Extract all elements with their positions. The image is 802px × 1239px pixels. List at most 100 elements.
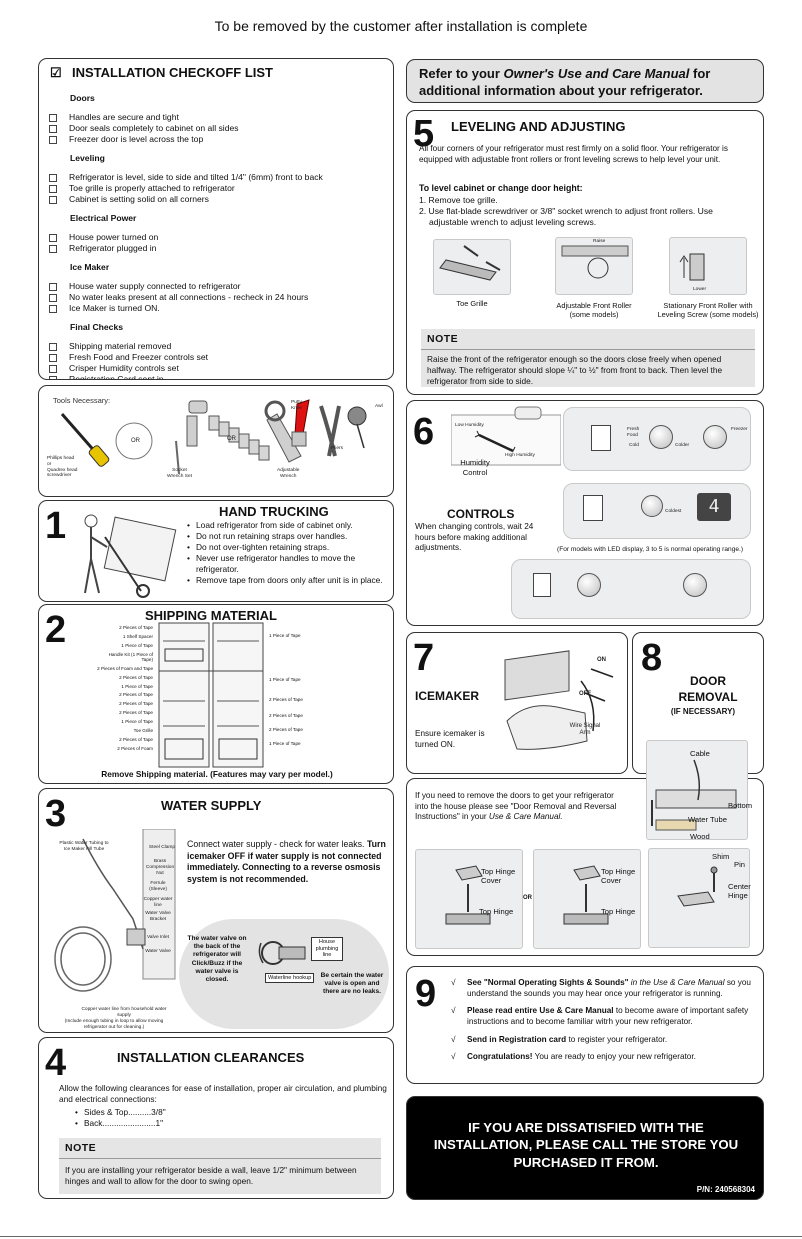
- checkbox[interactable]: [49, 135, 57, 144]
- top-hinge-cover-label-2: Top Hinge Cover: [601, 867, 636, 886]
- note-heading: NOTE: [59, 1138, 381, 1159]
- step-number: 8: [641, 637, 663, 679]
- checklist-item[interactable]: Refrigerator plugged in: [49, 243, 389, 254]
- leveling-subhead: To level cabinet or change door height:: [419, 183, 583, 193]
- checklist-item[interactable]: House water supply connected to refriger…: [49, 281, 389, 292]
- shipping-label: 2 Pieces of Tape: [119, 692, 153, 698]
- checkbox[interactable]: [49, 195, 57, 204]
- leveling-panel: 5 LEVELING AND ADJUSTING All four corner…: [406, 110, 764, 395]
- dissatisfied-text: IF YOU ARE DISSATISFIED WITH THE INSTALL…: [433, 1120, 739, 1170]
- water-supply-label: Water Valve: [145, 949, 171, 954]
- checkbox[interactable]: [49, 124, 57, 133]
- led-fresh-food-dial[interactable]: [641, 495, 663, 517]
- checklist-item[interactable]: Freezer door is level across the top: [49, 134, 389, 145]
- colder-label: Colder: [675, 443, 690, 448]
- checklist-item[interactable]: Fresh Food and Freezer controls set: [49, 352, 389, 363]
- final-step-rest: so you understand the sounds you may hea…: [467, 978, 751, 999]
- checklist-item[interactable]: Cabinet is setting solid on all corners: [49, 194, 389, 205]
- manual-reference: Use & Care Manual.: [488, 812, 563, 821]
- checklist-item[interactable]: Shipping material removed: [49, 341, 389, 352]
- bullet-item: Do not run retaining straps over handles…: [187, 531, 387, 542]
- shipping-label: 2 Pieces of Tape: [119, 625, 153, 630]
- shipping-label: 1 Piece of Tape: [121, 719, 153, 725]
- raise-label: Raise: [593, 239, 606, 244]
- checklist-item-label: Ice Maker is turned ON.: [69, 303, 160, 313]
- owners-manual-text: Refer to your Owner's Use and Care Manua…: [419, 66, 711, 98]
- checkbox[interactable]: [49, 184, 57, 193]
- refrigerator-diagram: [158, 622, 264, 768]
- final-step-rest: to become aware of important safety inst…: [467, 1005, 749, 1027]
- final-step-rest: You are ready to enjoy your new refriger…: [532, 1052, 696, 1062]
- final-steps-panel: 9 √ See "Normal Operating Sights & Sounds…: [406, 966, 764, 1084]
- clearance-list: Sides & Top..........3/8"Back...........…: [75, 1107, 166, 1130]
- adjustable-roller-image: [555, 237, 633, 295]
- checkbox[interactable]: [49, 293, 57, 302]
- clearance-item: Sides & Top..........3/8": [75, 1107, 166, 1118]
- section-title: WATER SUPPLY: [161, 798, 262, 813]
- low-humidity-label: Low Humidity: [455, 423, 484, 428]
- leveling-step: 2. Use flat-blade screwdriver or 3/8" so…: [419, 206, 713, 227]
- checkbox[interactable]: [49, 113, 57, 122]
- checklist-item[interactable]: House power turned on: [49, 232, 389, 243]
- crisper-control-panel: [511, 559, 751, 619]
- water-supply-panel: 3 WATER SUPPLY Plastic Water Tubing to I…: [38, 788, 394, 1033]
- checklist-group-heading: Final Checks: [70, 322, 124, 332]
- checklist-group-heading: Ice Maker: [70, 262, 110, 272]
- checkbox[interactable]: [49, 173, 57, 182]
- final-step-rest: to register your refrigerator.: [566, 1034, 668, 1044]
- checklist-title: INSTALLATION CHECKOFF LIST: [72, 65, 273, 80]
- checklist-item[interactable]: Door seals completely to cabinet on all …: [49, 123, 389, 134]
- checkbox[interactable]: [49, 233, 57, 242]
- shipping-caption: Remove Shipping material. (Features may …: [101, 769, 333, 779]
- toe-grille-image: [433, 239, 511, 295]
- checklist-item[interactable]: Toe grille is properly attached to refri…: [49, 183, 389, 194]
- checkmark-icon: ☑: [50, 65, 62, 80]
- led-display: 4: [697, 493, 731, 521]
- checklist-item[interactable]: Registration Card sent in: [49, 374, 389, 379]
- coldest-label: Coldest: [665, 509, 682, 514]
- checkbox[interactable]: [49, 353, 57, 362]
- section-title: ICEMAKER: [415, 689, 480, 703]
- checkbox[interactable]: [49, 364, 57, 373]
- controls-text: When changing controls, wait 24 hours be…: [415, 522, 534, 552]
- final-step-bold: Congratulations!: [467, 1052, 533, 1062]
- freezer-dial[interactable]: [703, 425, 727, 449]
- wire-arm-label: Wire Signal Arm: [569, 723, 601, 737]
- final-step-italic: in the Use & Care Manual: [628, 978, 725, 987]
- final-step-bold: Send in Registration card: [467, 1034, 567, 1044]
- checkbox[interactable]: [49, 282, 57, 291]
- checklist-item[interactable]: No water leaks present at all connection…: [49, 292, 389, 303]
- tools-title: Tools Necessary:: [53, 396, 111, 405]
- final-step-text: See "Normal Operating Sights & Sounds" i…: [467, 977, 759, 1000]
- checklist-group-heading: Electrical Power: [70, 213, 137, 223]
- crisper-dial-1[interactable]: [577, 573, 601, 597]
- high-humidity-label: High Humidity: [505, 453, 535, 458]
- check-icon: √: [451, 1052, 456, 1062]
- checklist-item[interactable]: Refrigerator is level, side to side and …: [49, 172, 389, 183]
- shipping-label: Toe Grille: [133, 727, 153, 733]
- certain-note: Be certain the water valve is open and t…: [320, 972, 384, 996]
- checkbox[interactable]: [49, 375, 57, 379]
- checklist-item[interactable]: Crisper Humidity controls set: [49, 363, 389, 374]
- crisper-dial-2[interactable]: [683, 573, 707, 597]
- leveling-steps: 1. Remove toe grille.2. Use flat-blade s…: [419, 195, 749, 228]
- bottom-rule: [0, 1236, 802, 1237]
- fresh-food-dial[interactable]: [649, 425, 673, 449]
- checkbox[interactable]: [49, 342, 57, 351]
- final-step-text: Send in Registration card to register yo…: [467, 1034, 667, 1045]
- checkbox[interactable]: [49, 244, 57, 253]
- shipping-label: 2 Pieces of Tape: [119, 710, 153, 716]
- checklist-group-heading: Leveling: [70, 153, 105, 163]
- off-label: OFF: [579, 691, 591, 697]
- step-number: 1: [45, 505, 67, 547]
- leveling-note: NOTE Raise the front of the refrigerator…: [421, 329, 755, 387]
- checkbox[interactable]: [49, 304, 57, 313]
- checklist-item[interactable]: Handles are secure and tight: [49, 112, 389, 123]
- step-number: 2: [45, 609, 67, 651]
- checklist-item[interactable]: Ice Maker is turned ON.: [49, 303, 389, 314]
- water-supply-intro: Connect water supply - check for water l…: [187, 839, 365, 849]
- step-number: 9: [415, 973, 437, 1015]
